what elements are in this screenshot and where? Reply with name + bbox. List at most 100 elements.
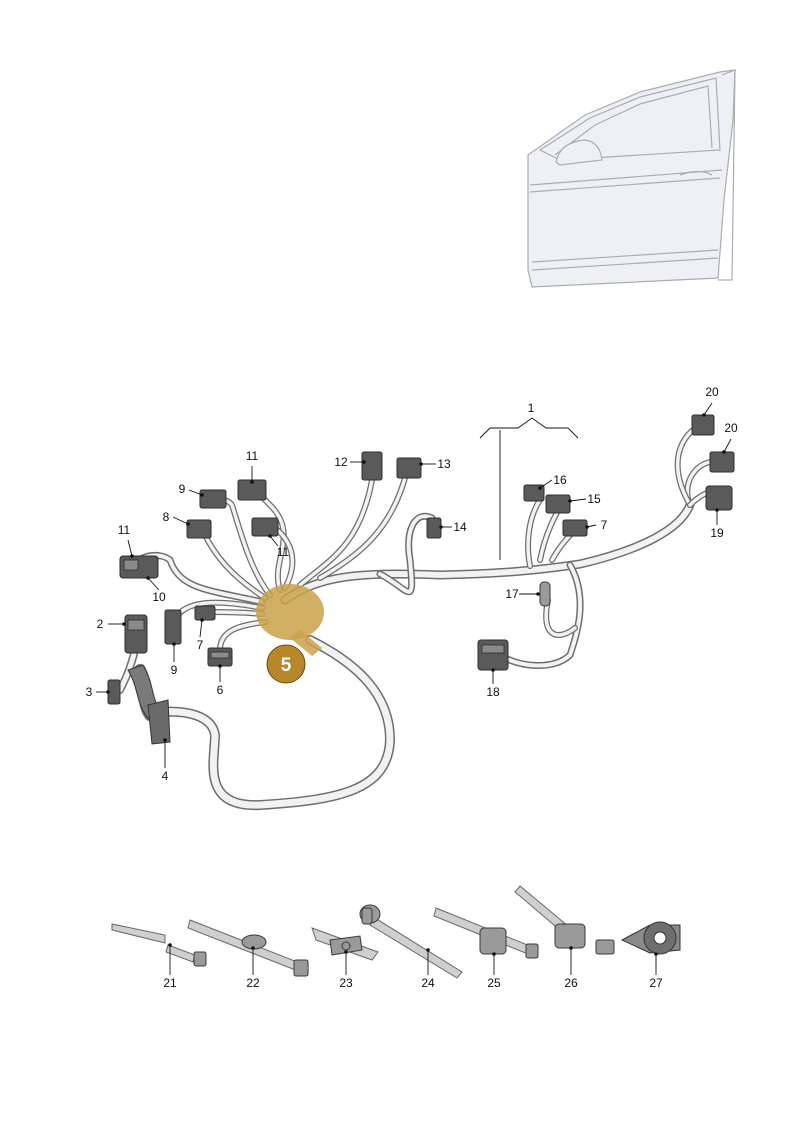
callout-number: 14 bbox=[453, 520, 467, 534]
callout-leader-dot bbox=[106, 690, 110, 694]
connector-13[interactable] bbox=[396, 457, 422, 479]
callout-c24[interactable]: 24 bbox=[421, 948, 435, 990]
callout-number: 6 bbox=[217, 683, 224, 697]
connector-17[interactable] bbox=[539, 581, 551, 607]
connector-11-middle[interactable] bbox=[251, 517, 279, 537]
callout-c11b[interactable]: 11 bbox=[246, 449, 259, 484]
callout-c13[interactable]: 13 bbox=[419, 457, 451, 471]
connector-14[interactable] bbox=[426, 517, 442, 539]
callout-c6[interactable]: 6 bbox=[217, 664, 224, 697]
highlighted-part-5[interactable]: 5 bbox=[256, 584, 324, 684]
callout-c23[interactable]: 23 bbox=[339, 950, 353, 990]
callout-c16[interactable]: 16 bbox=[538, 473, 567, 490]
callout-c7b[interactable]: 7 bbox=[585, 518, 608, 532]
callout-leader-dot bbox=[722, 450, 726, 454]
callout-c17[interactable]: 17 bbox=[505, 587, 540, 601]
connector-19[interactable] bbox=[705, 485, 733, 511]
part-22-cable-tie-anchor[interactable] bbox=[187, 919, 309, 977]
callout-c22[interactable]: 22 bbox=[246, 946, 260, 990]
callout-number: 10 bbox=[152, 590, 166, 604]
callout-leader-line bbox=[539, 479, 553, 489]
callout-leader-dot bbox=[163, 738, 167, 742]
callout-leader-line bbox=[172, 516, 189, 525]
callout-number: 9 bbox=[171, 663, 178, 677]
callout-c18[interactable]: 18 bbox=[486, 668, 500, 699]
callout-number: 3 bbox=[86, 685, 93, 699]
corrugated-sleeve bbox=[127, 664, 171, 745]
callout-number: 17 bbox=[505, 587, 519, 601]
callout-c25[interactable]: 25 bbox=[487, 952, 501, 990]
callout-leader-dot bbox=[538, 486, 542, 490]
connector-2[interactable] bbox=[124, 614, 148, 654]
callout-c12[interactable]: 12 bbox=[334, 455, 366, 469]
callout-leader-dot bbox=[122, 622, 126, 626]
connector-7-right[interactable] bbox=[562, 519, 588, 537]
callout-leader-dot bbox=[585, 525, 589, 529]
callout-leader-dot bbox=[186, 522, 190, 526]
callout-c15[interactable]: 15 bbox=[568, 492, 601, 506]
callout-number: 15 bbox=[587, 492, 601, 506]
callout-leader-dot bbox=[536, 592, 540, 596]
connector-3[interactable] bbox=[107, 679, 121, 705]
callout-c9b[interactable]: 9 bbox=[171, 642, 178, 677]
callout-c20b[interactable]: 20 bbox=[722, 421, 738, 454]
callout-c14[interactable]: 14 bbox=[439, 520, 467, 534]
callout-number: 9 bbox=[179, 482, 186, 496]
part-24-tie-with-plug[interactable] bbox=[359, 904, 463, 979]
callout-leader-dot bbox=[426, 948, 430, 952]
callout-number: 13 bbox=[437, 457, 451, 471]
callout-leader-dot bbox=[491, 668, 495, 672]
connectors bbox=[107, 414, 735, 705]
callout-number: 11 bbox=[277, 545, 290, 559]
part-21-cable-tie[interactable] bbox=[111, 923, 207, 967]
callout-number: 26 bbox=[564, 976, 578, 990]
part-27-tape-roll[interactable] bbox=[620, 921, 681, 955]
callout-leader-line bbox=[269, 535, 279, 547]
part-23-clip[interactable] bbox=[311, 927, 379, 961]
connector-11-left[interactable] bbox=[119, 555, 159, 579]
part-25-tie-holder[interactable] bbox=[433, 907, 539, 959]
callout-leader-dot bbox=[419, 462, 423, 466]
callout-c3[interactable]: 3 bbox=[86, 685, 110, 699]
callout-leader-line bbox=[723, 438, 732, 453]
connector-18[interactable] bbox=[477, 639, 509, 671]
callout-c19[interactable]: 19 bbox=[710, 508, 724, 540]
mirror-icon bbox=[555, 139, 603, 166]
callout-number: 16 bbox=[553, 473, 567, 487]
callout-c2[interactable]: 2 bbox=[97, 617, 126, 631]
connector-20-lower[interactable] bbox=[709, 451, 735, 473]
callout-c21[interactable]: 21 bbox=[163, 943, 177, 990]
connector-9-upper[interactable] bbox=[199, 489, 227, 509]
callout-c27[interactable]: 27 bbox=[649, 952, 663, 990]
callout-c1[interactable]: 1 bbox=[528, 401, 535, 415]
callout-leader-line bbox=[147, 577, 160, 591]
callout-c9a[interactable]: 9 bbox=[179, 482, 204, 497]
connector-6[interactable] bbox=[207, 647, 233, 667]
connector-12[interactable] bbox=[361, 451, 383, 481]
callout-c8[interactable]: 8 bbox=[163, 510, 190, 526]
callout-c11a[interactable]: 11 bbox=[118, 523, 134, 558]
callout-leader-line bbox=[199, 619, 203, 638]
callout-c26[interactable]: 26 bbox=[564, 946, 578, 990]
callout-c11c[interactable]: 11 bbox=[268, 534, 290, 559]
callout-leader-dot bbox=[130, 554, 134, 558]
callout-number: 24 bbox=[421, 976, 435, 990]
door-illustration bbox=[527, 69, 736, 288]
connector-15[interactable] bbox=[545, 494, 571, 514]
callout-leader-dot bbox=[702, 413, 706, 417]
connector-8[interactable] bbox=[186, 519, 212, 539]
callout-c4[interactable]: 4 bbox=[162, 738, 169, 783]
callout-c7a[interactable]: 7 bbox=[197, 618, 204, 652]
callout-leader-dot bbox=[250, 480, 254, 484]
connector-9-lower[interactable] bbox=[164, 609, 182, 645]
accessory-parts bbox=[111, 885, 681, 979]
callout-leader-dot bbox=[492, 952, 496, 956]
callout-5-label: 5 bbox=[281, 655, 292, 676]
connector-7-left[interactable] bbox=[194, 605, 216, 621]
callout-c10[interactable]: 10 bbox=[146, 576, 166, 604]
connector-20-upper[interactable] bbox=[691, 414, 715, 436]
callout-number: 12 bbox=[334, 455, 348, 469]
callout-c20a[interactable]: 20 bbox=[702, 385, 719, 417]
part-26-tie-with-bracket[interactable] bbox=[514, 885, 615, 955]
